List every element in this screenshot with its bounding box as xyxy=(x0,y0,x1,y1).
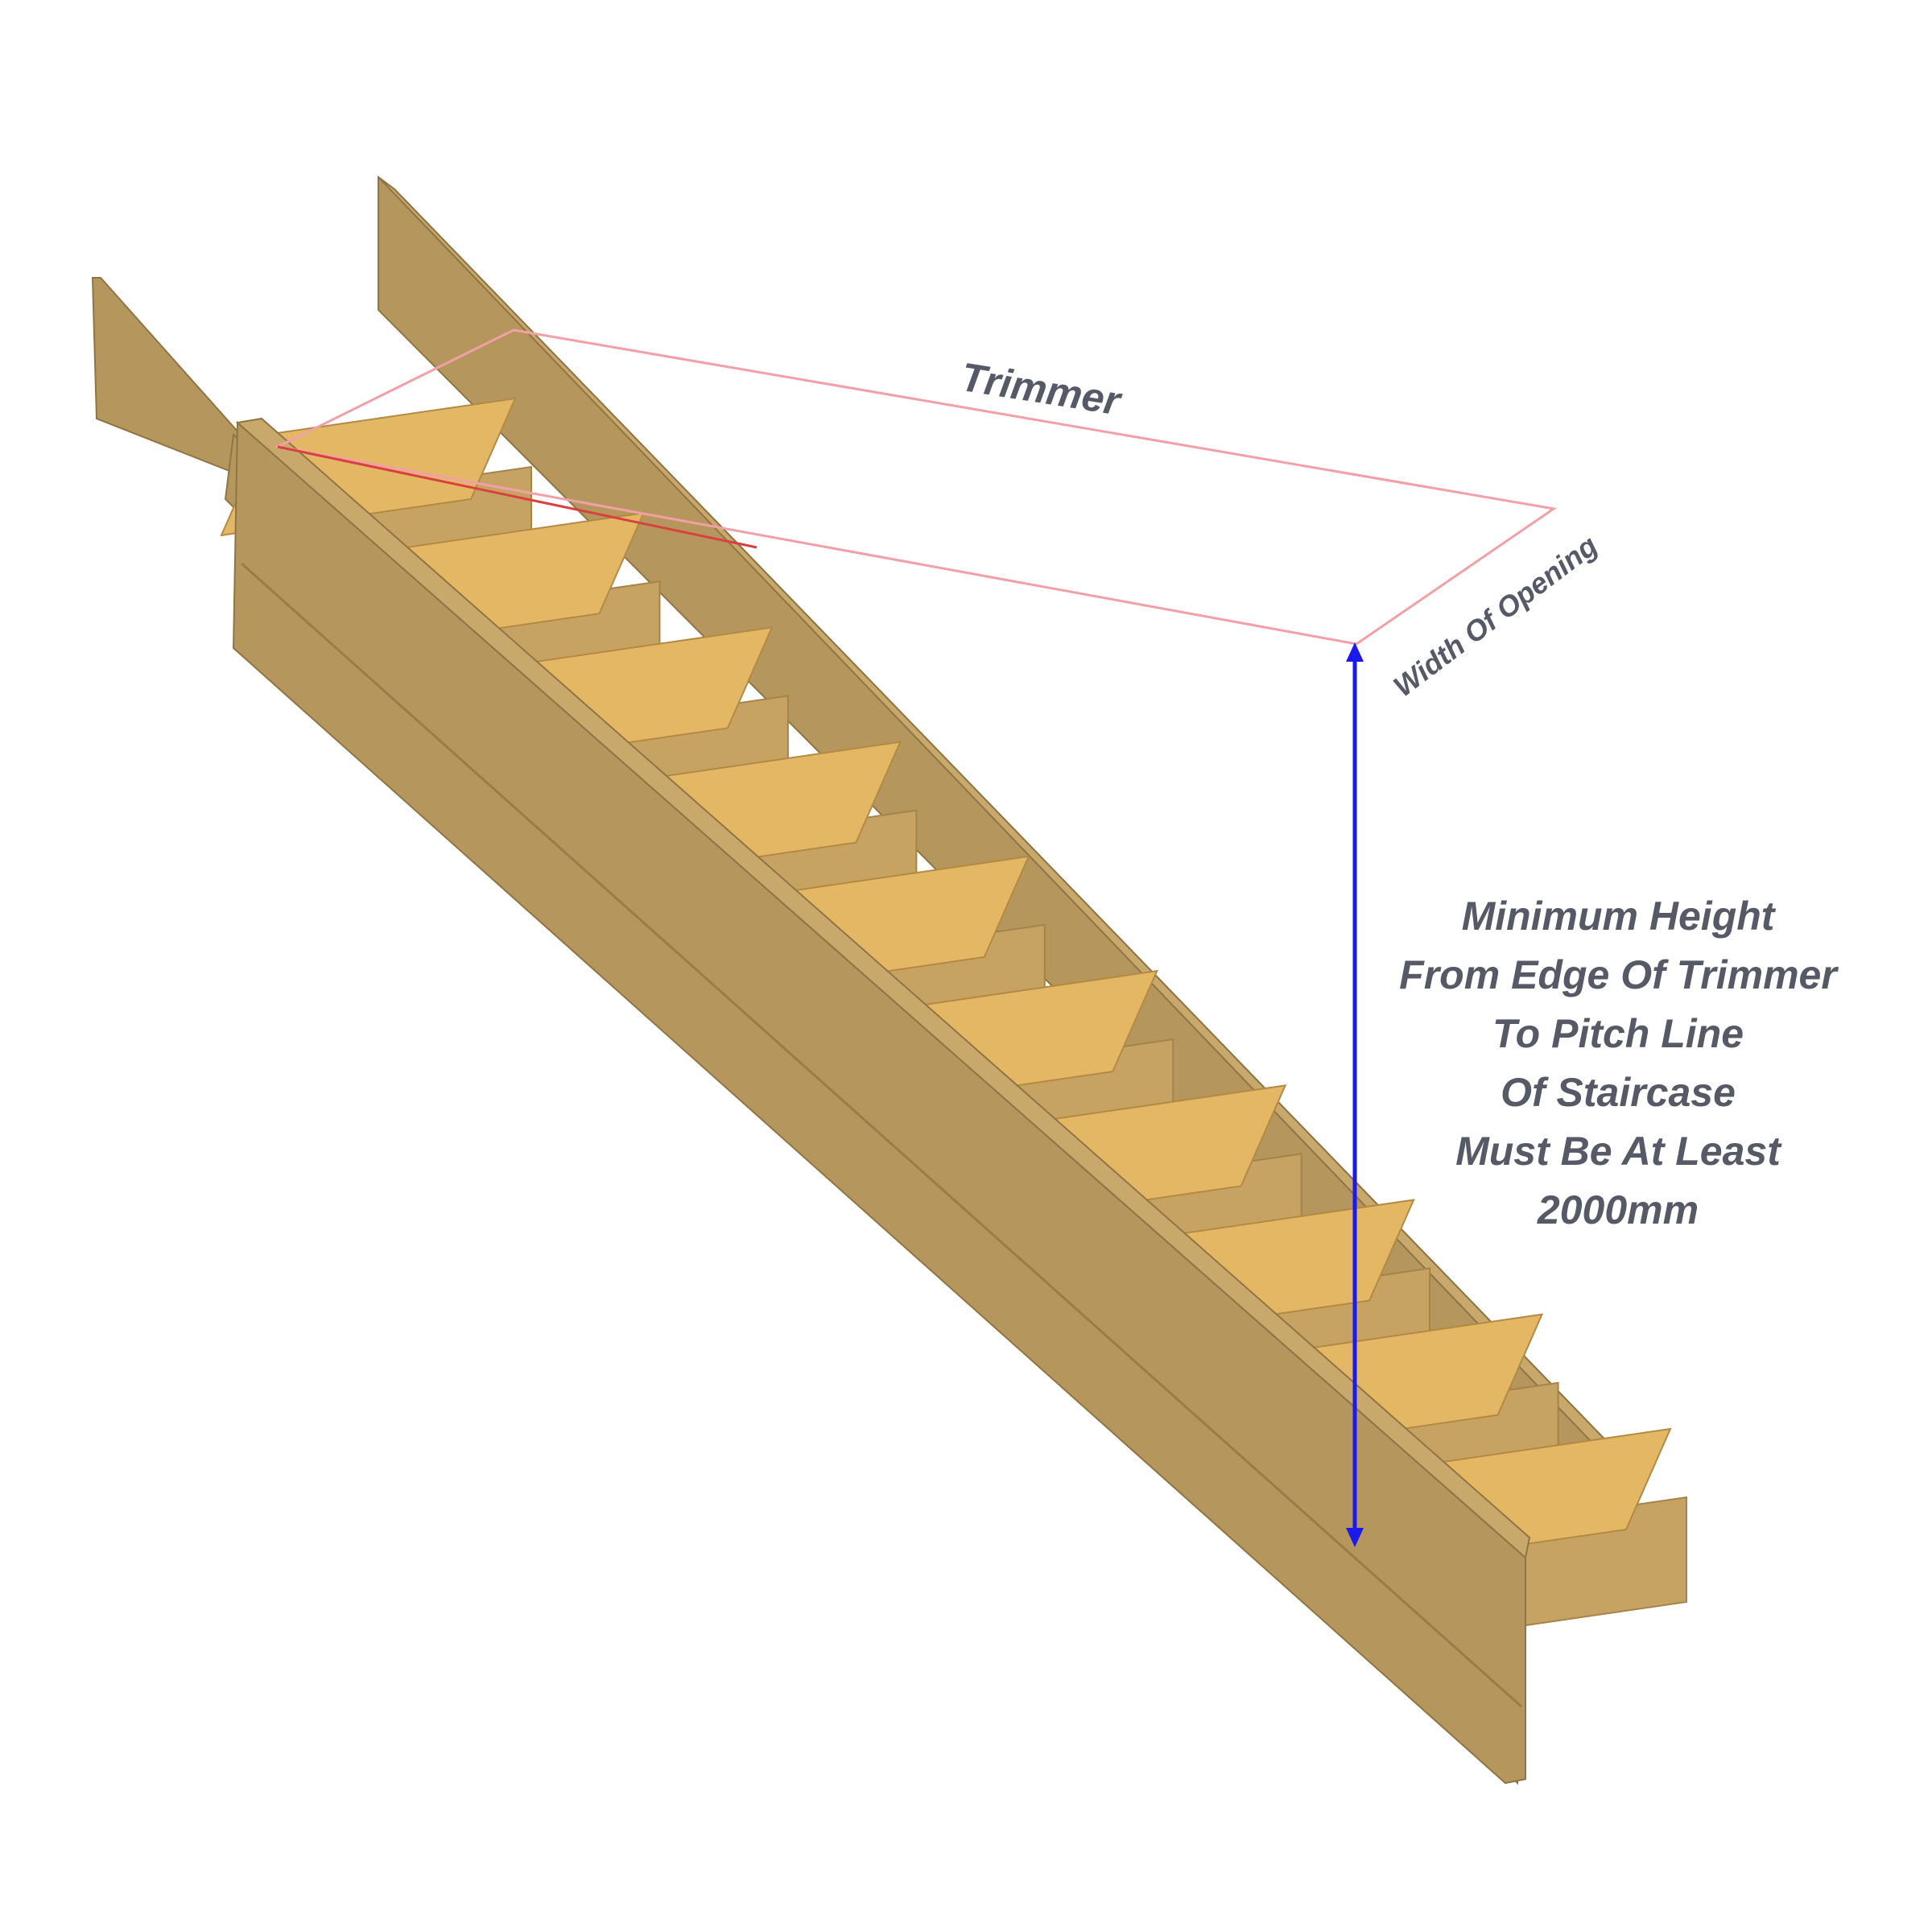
front-stringer-top xyxy=(235,417,1531,1559)
note-line: Minimum Height xyxy=(1462,894,1777,939)
front-stringer-groove xyxy=(241,562,1522,1708)
trimmer-label: Trimmer xyxy=(958,354,1125,424)
front-stringer xyxy=(232,420,1526,1785)
arrow-head-down-icon xyxy=(1346,1528,1364,1547)
note-line: From Edge Of Trimmer xyxy=(1399,952,1839,997)
arrow-head-up-icon xyxy=(1346,642,1364,662)
note-line: Must Be At Least xyxy=(1455,1129,1782,1174)
trimmer-outline xyxy=(274,328,1557,646)
height-dimension-arrow xyxy=(1346,642,1364,1547)
note-line: To Pitch Line xyxy=(1492,1011,1744,1056)
note-line: 2000mm xyxy=(1537,1187,1699,1232)
note-line: Of Staircase xyxy=(1501,1070,1736,1115)
width-of-opening-label: Width Of Opening xyxy=(1387,529,1604,704)
pitch-line xyxy=(277,445,758,549)
